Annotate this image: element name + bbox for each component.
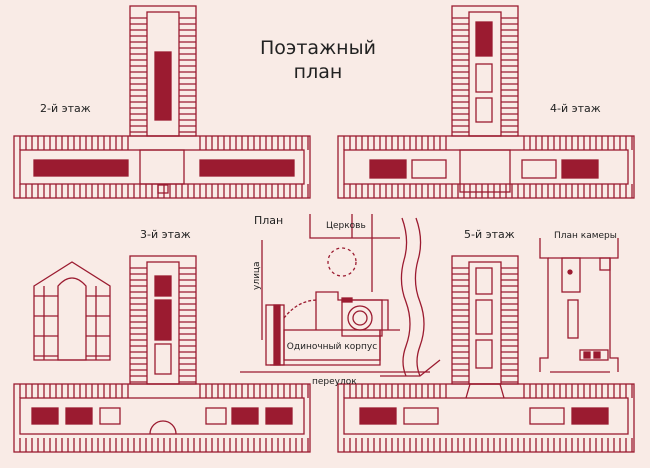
site-plan-heading: План xyxy=(254,214,283,227)
label-floor-4: 4-й этаж xyxy=(550,102,601,115)
floor-2-plan xyxy=(13,5,311,199)
cell-plan xyxy=(539,238,619,373)
title-line-2: план xyxy=(294,61,343,83)
label-church: Церковь xyxy=(326,221,366,231)
label-cell-plan: План камеры xyxy=(554,231,617,241)
label-street: улица xyxy=(252,261,262,290)
floor-3-plan xyxy=(13,255,311,453)
floor-4-plan xyxy=(337,5,635,199)
label-building: Одиночный корпус xyxy=(287,342,377,352)
label-floor-5: 5-й этаж xyxy=(464,228,515,241)
label-lane: переулок xyxy=(312,377,357,387)
cross-section-sketch xyxy=(33,261,111,361)
label-floor-2: 2-й этаж xyxy=(40,102,91,115)
title-line-1: Поэтажный xyxy=(260,37,376,59)
floor-5-plan xyxy=(337,255,635,453)
label-floor-3: 3-й этаж xyxy=(140,228,191,241)
site-plan xyxy=(240,214,441,377)
